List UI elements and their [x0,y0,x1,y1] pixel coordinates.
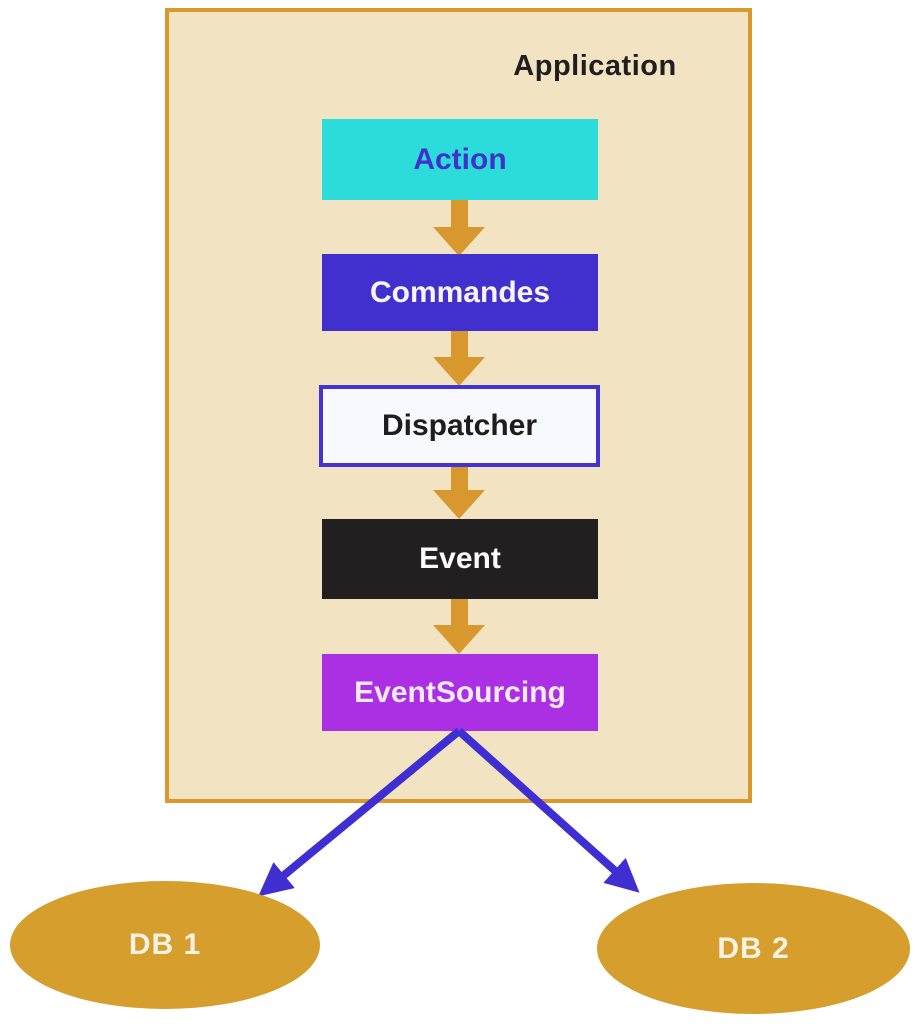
node-dispatcher-label: Dispatcher [381,409,538,442]
node-commandes-label: Commandes [369,275,551,309]
arrow-head [433,357,485,386]
arrow-to-db1 [258,727,462,897]
node-commandes: Commandes [322,254,598,331]
arrow-shaft [450,331,468,357]
down-arrow-icon [433,599,485,654]
node-dispatcher: Dispatcher [319,385,600,467]
arrow-head [433,625,485,654]
arrow-shaft [450,599,468,625]
application-container: Application Action Commandes Dispatcher … [165,8,752,803]
down-arrow-icon [433,331,485,386]
eventsourcing-to-db-arrows [258,727,640,897]
node-action-label: Action [413,142,507,176]
node-event-label: Event [419,542,501,575]
arrow-head [433,490,485,519]
down-arrow-icon [433,467,485,519]
node-event: Event [322,519,598,599]
arrow-to-db2 [456,728,640,893]
db2-ellipse: DB 2 [597,883,910,1014]
db1-ellipse: DB 1 [10,881,320,1009]
node-action: Action [322,119,598,200]
application-title: Application [513,50,677,82]
db1-label: DB 1 [128,928,202,961]
db2-label: DB 2 [717,931,790,965]
down-arrow-icon [433,200,485,256]
arrow-head [433,227,485,256]
arrow-shaft [450,467,468,490]
node-eventsourcing-label: EventSourcing [354,675,566,709]
node-eventsourcing: EventSourcing [322,654,598,731]
arrow-shaft [450,200,468,227]
